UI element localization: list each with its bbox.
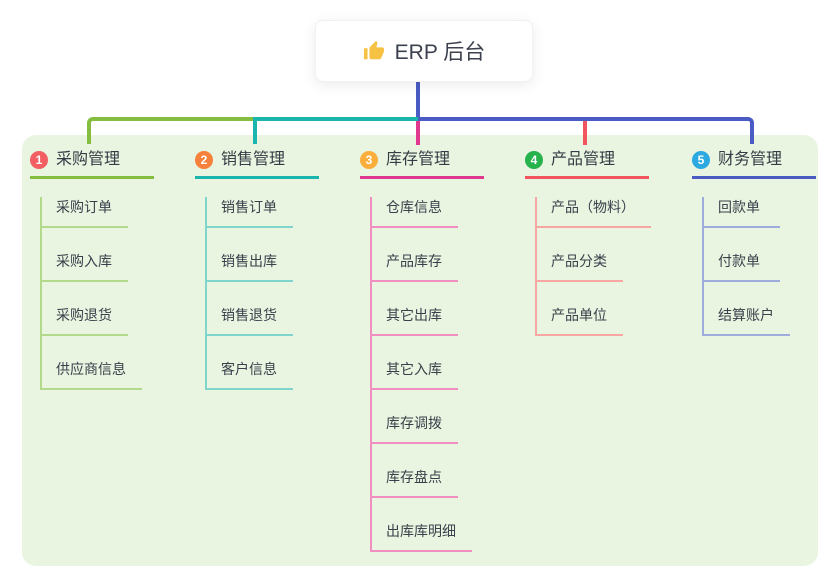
branch-children: 仓库信息产品库存其它出库其它入库库存调拨库存盘点出库库明细 [370, 197, 520, 552]
branch-children: 销售订单销售出库销售退货客户信息 [205, 197, 355, 390]
branch-title[interactable]: 3 库存管理 [360, 145, 484, 179]
mindmap-node[interactable]: 销售出库 [207, 251, 293, 282]
connector-drop-product [583, 121, 587, 145]
mindmap-node[interactable]: 产品分类 [537, 251, 623, 282]
branch-purchase: 1 采购管理 采购订单采购入库采购退货供应商信息 [30, 145, 190, 390]
mindmap-node[interactable]: 结算账户 [704, 305, 790, 336]
mindmap-node[interactable]: 回款单 [704, 197, 780, 228]
branch-number-badge: 2 [195, 151, 213, 169]
mindmap-node[interactable]: 采购退货 [42, 305, 128, 336]
branch-number-badge: 1 [30, 151, 48, 169]
branch-number-badge: 5 [692, 151, 710, 169]
branch-label: 财务管理 [718, 151, 783, 168]
root-node[interactable]: ERP 后台 [315, 20, 533, 82]
mindmap-node[interactable]: 产品（物料） [537, 197, 651, 228]
mindmap-node[interactable]: 客户信息 [207, 359, 293, 390]
mindmap-node[interactable]: 库存盘点 [372, 467, 458, 498]
branch-title[interactable]: 4 产品管理 [525, 145, 649, 179]
root-node-label: ERP 后台 [394, 41, 486, 64]
connector-bus-left [87, 117, 253, 144]
mindmap-node[interactable]: 采购入库 [42, 251, 128, 282]
branch-label: 库存管理 [386, 151, 451, 168]
branch-children: 采购订单采购入库采购退货供应商信息 [40, 197, 190, 390]
mindmap-node[interactable]: 付款单 [704, 251, 780, 282]
branch-inventory: 3 库存管理 仓库信息产品库存其它出库其它入库库存调拨库存盘点出库库明细 [360, 145, 520, 552]
mindmap-node[interactable]: 仓库信息 [372, 197, 458, 228]
mindmap-node[interactable]: 出库库明细 [372, 521, 472, 552]
mindmap-node[interactable]: 供应商信息 [42, 359, 142, 390]
branch-children: 产品（物料） 产品分类产品单位 [535, 197, 685, 336]
branch-number-badge: 3 [360, 151, 378, 169]
branch-title[interactable]: 1 采购管理 [30, 145, 154, 179]
branch-label: 销售管理 [221, 151, 286, 168]
mindmap-node[interactable]: 库存调拨 [372, 413, 458, 444]
branch-sales: 2 销售管理 销售订单销售出库销售退货客户信息 [195, 145, 355, 390]
mindmap-node[interactable]: 销售退货 [207, 305, 293, 336]
branch-label: 产品管理 [551, 151, 616, 168]
mindmap-node[interactable]: 其它出库 [372, 305, 458, 336]
connector-drop-inventory [416, 121, 420, 145]
branch-title[interactable]: 2 销售管理 [195, 145, 319, 179]
branch-product: 4 产品管理 产品（物料） 产品分类产品单位 [525, 145, 685, 336]
branch-children: 回款单付款单结算账户 [702, 197, 839, 336]
branch-number-badge: 4 [525, 151, 543, 169]
connector-bus-mid [253, 117, 418, 144]
branch-title[interactable]: 5 财务管理 [692, 145, 816, 179]
mindmap-node[interactable]: 产品库存 [372, 251, 458, 282]
connector-bus-right [418, 117, 754, 144]
mindmap-node[interactable]: 其它入库 [372, 359, 458, 390]
thumbs-up-icon [363, 40, 385, 62]
branch-finance: 5 财务管理 回款单付款单结算账户 [692, 145, 839, 336]
connector-root-stem [416, 82, 420, 118]
branches-panel [22, 135, 818, 566]
mindmap-node[interactable]: 销售订单 [207, 197, 293, 228]
branch-label: 采购管理 [56, 151, 121, 168]
mindmap-node[interactable]: 产品单位 [537, 305, 623, 336]
mindmap-node[interactable]: 采购订单 [42, 197, 128, 228]
